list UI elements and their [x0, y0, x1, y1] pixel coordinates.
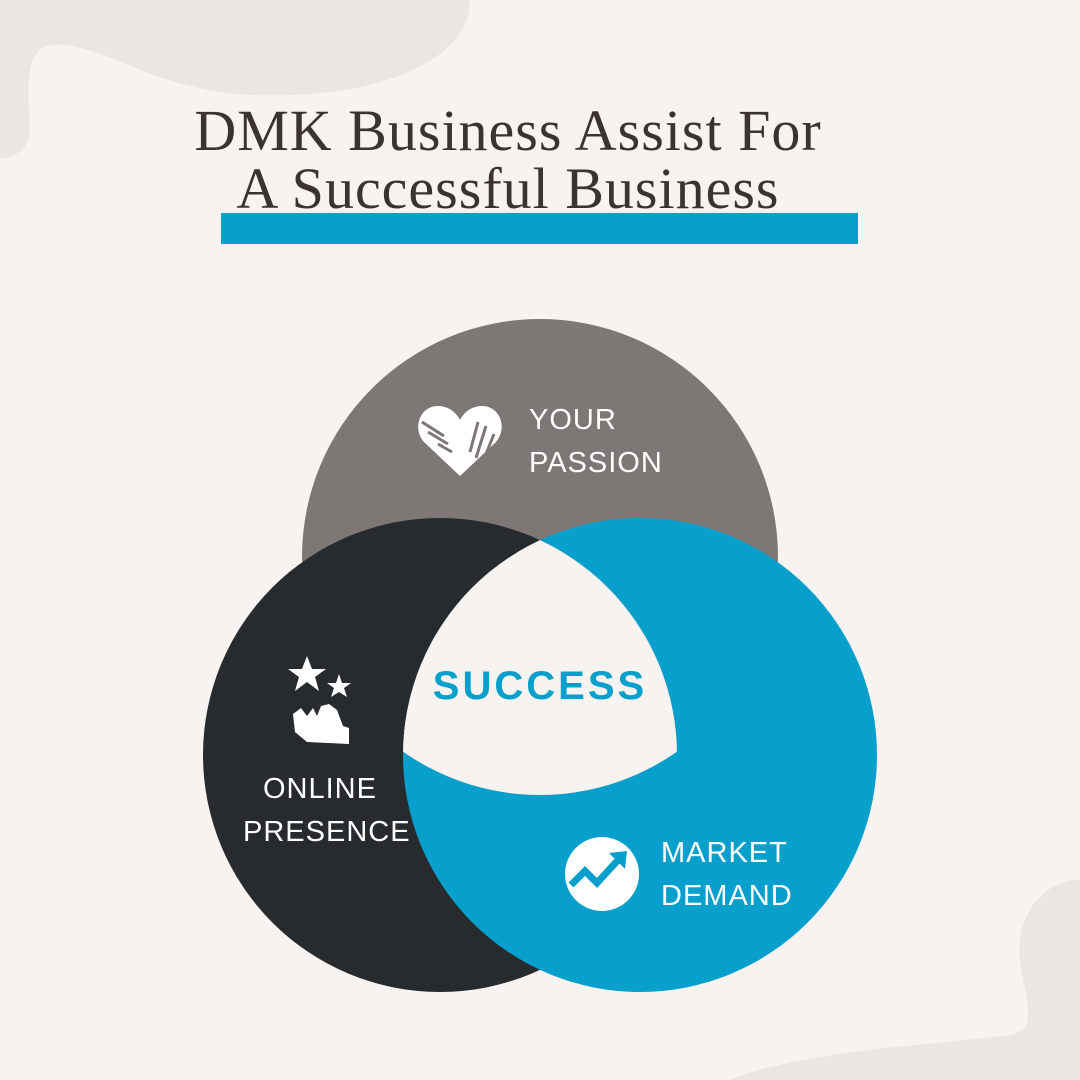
success-center [403, 518, 677, 795]
decor-blob-top-left [0, 0, 470, 159]
growth-chart-icon [565, 837, 639, 911]
market-label-line2: DEMAND [661, 880, 793, 912]
success-label: SUCCESS [432, 664, 648, 708]
market-demand-label: MARKET DEMAND [661, 832, 793, 918]
market-label-line1: MARKET [661, 837, 788, 869]
online-label-line2: PRESENCE [243, 816, 411, 848]
stars-hand-icon [288, 656, 351, 744]
heart-hands-icon [418, 406, 502, 476]
decor-blob-bottom-right [730, 880, 1080, 1080]
passion-label: YOUR PASSION [529, 399, 663, 485]
online-label-line1: ONLINE [263, 773, 377, 805]
passion-label-line2: PASSION [529, 447, 663, 479]
title-line-2: A Successful Business [236, 156, 780, 221]
title-underline-bar [221, 213, 858, 244]
passion-label-line1: YOUR [529, 404, 617, 436]
online-presence-label: ONLINE PRESENCE [243, 768, 411, 854]
title-line-1: DMK Business Assist For [194, 98, 822, 163]
